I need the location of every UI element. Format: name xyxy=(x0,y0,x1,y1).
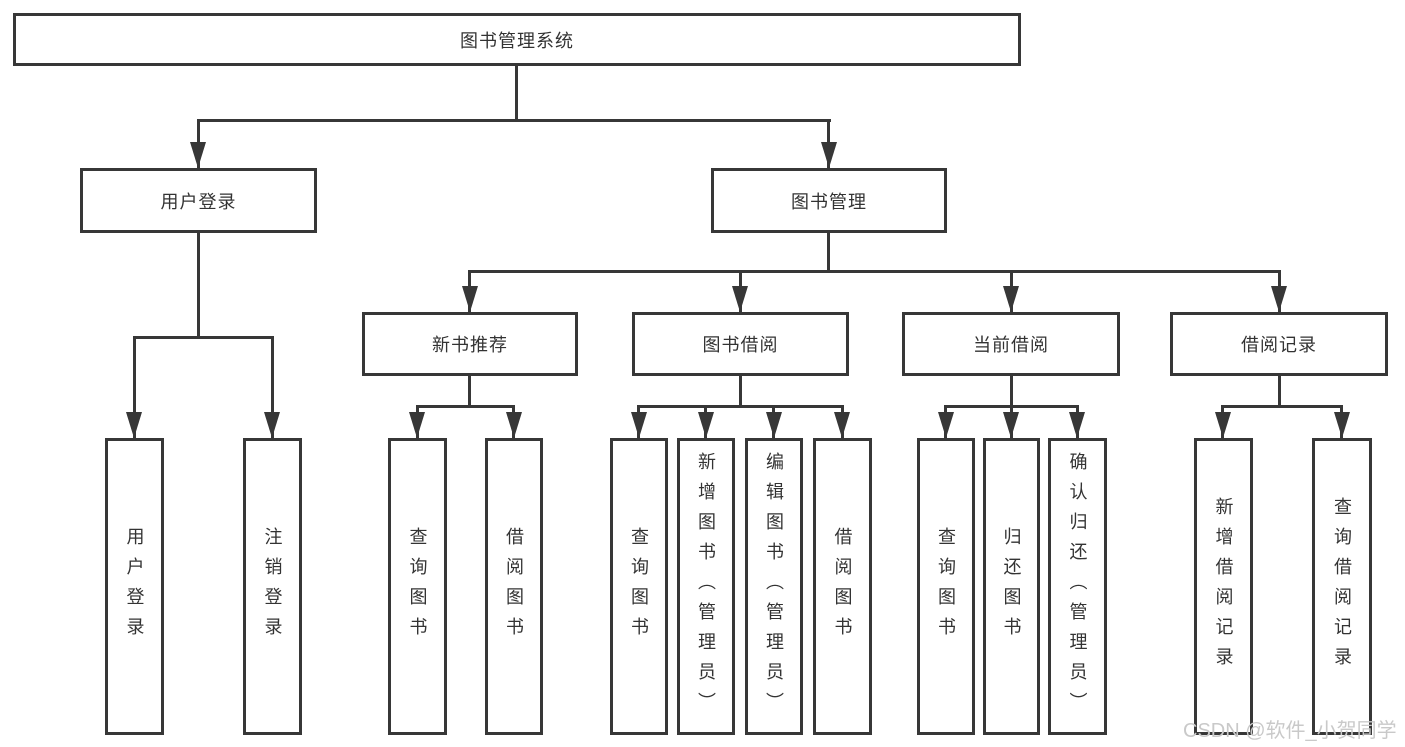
arrowhead-user-login xyxy=(190,142,206,168)
leaf-user-login: 用户登录 xyxy=(105,438,164,735)
leaf-query-books-newbooks: 查询图书 xyxy=(388,438,447,735)
arrowhead-new-books xyxy=(462,286,478,312)
connector-root-hline xyxy=(197,119,831,122)
connector-new-books-hline xyxy=(416,405,514,408)
leaf-query-borrow-record-label: 查询借阅记录 xyxy=(1332,496,1352,677)
node-borrow-records: 借阅记录 xyxy=(1170,312,1388,376)
connector-user-login-hline xyxy=(133,336,274,339)
leaf-edit-books-admin-label: 编辑图书（管理员） xyxy=(764,451,784,722)
node-new-books-label: 新书推荐 xyxy=(432,335,508,355)
leaf-logout: 注销登录 xyxy=(243,438,302,735)
leaf-add-borrow-record: 新增借阅记录 xyxy=(1194,438,1253,735)
arrowhead-leaf-login xyxy=(126,412,142,438)
leaf-query-books-current: 查询图书 xyxy=(917,438,975,735)
node-current-borrow-label: 当前借阅 xyxy=(973,335,1049,355)
connector-new-books-stem xyxy=(468,376,471,408)
node-book-borrow-label: 图书借阅 xyxy=(702,335,779,355)
arrowhead-g2-leaf1 xyxy=(631,412,647,438)
leaf-borrow-books-newbooks: 借阅图书 xyxy=(485,438,543,735)
leaf-query-books-borrow: 查询图书 xyxy=(610,438,668,735)
connector-book-mgmt-stem xyxy=(827,233,830,273)
arrowhead-g3-leaf1 xyxy=(938,412,954,438)
leaf-query-books-current-label: 查询图书 xyxy=(936,526,956,647)
node-new-books: 新书推荐 xyxy=(362,312,578,376)
arrowhead-g3-leaf3 xyxy=(1069,412,1085,438)
connector-borrow-records-hline xyxy=(1221,405,1342,408)
connector-book-borrow-hline xyxy=(637,405,843,408)
node-root: 图书管理系统 xyxy=(13,13,1021,66)
node-borrow-records-label: 借阅记录 xyxy=(1241,335,1317,355)
arrowhead-g2-leaf4 xyxy=(834,412,850,438)
arrowhead-g1-leaf1 xyxy=(409,412,425,438)
leaf-add-books-admin-label: 新增图书（管理员） xyxy=(696,451,716,722)
connector-user-login-stem xyxy=(197,233,200,339)
connector-to-leaf-login xyxy=(133,336,136,438)
arrowhead-g1-leaf2 xyxy=(506,412,522,438)
leaf-return-books-label: 归还图书 xyxy=(1001,526,1022,647)
leaf-logout-label: 注销登录 xyxy=(262,526,283,647)
leaf-query-books-newbooks-label: 查询图书 xyxy=(407,526,428,647)
leaf-query-books-borrow-label: 查询图书 xyxy=(629,526,649,647)
arrowhead-g2-leaf3 xyxy=(766,412,782,438)
node-user-login-label: 用户登录 xyxy=(160,191,237,212)
leaf-return-books: 归还图书 xyxy=(983,438,1040,735)
leaf-query-borrow-record: 查询借阅记录 xyxy=(1312,438,1372,735)
arrowhead-g2-leaf2 xyxy=(698,412,714,438)
arrowhead-current-borrow xyxy=(1003,286,1019,312)
node-user-login: 用户登录 xyxy=(80,168,317,233)
arrowhead-book-borrow xyxy=(732,286,748,312)
connector-root-stem xyxy=(515,66,518,122)
connector-to-leaf-logout xyxy=(271,336,274,438)
arrowhead-g4-leaf1 xyxy=(1215,412,1231,438)
node-book-borrow: 图书借阅 xyxy=(632,312,849,376)
connector-book-borrow-stem xyxy=(739,376,742,408)
leaf-edit-books-admin: 编辑图书（管理员） xyxy=(745,438,803,735)
leaf-borrow-books-newbooks-label: 借阅图书 xyxy=(504,526,524,647)
arrowhead-book-mgmt xyxy=(821,142,837,168)
csdn-watermark: CSDN @软件_小贺同学 xyxy=(1183,720,1397,742)
connector-book-mgmt-hline xyxy=(469,270,1281,273)
leaf-add-borrow-record-label: 新增借阅记录 xyxy=(1213,496,1234,677)
connector-borrow-records-stem xyxy=(1278,376,1281,408)
node-current-borrow: 当前借阅 xyxy=(902,312,1120,376)
leaf-confirm-return-admin-label: 确认归还（管理员） xyxy=(1067,451,1088,722)
connector-current-borrow-stem xyxy=(1010,376,1013,408)
arrowhead-borrow-records xyxy=(1271,286,1287,312)
arrowhead-g3-leaf2 xyxy=(1003,412,1019,438)
leaf-add-books-admin: 新增图书（管理员） xyxy=(677,438,735,735)
leaf-confirm-return-admin: 确认归还（管理员） xyxy=(1048,438,1107,735)
leaf-user-login-label: 用户登录 xyxy=(124,526,145,647)
arrowhead-g4-leaf2 xyxy=(1334,412,1350,438)
leaf-borrow-books-borrow-label: 借阅图书 xyxy=(832,526,853,647)
node-book-mgmt-label: 图书管理 xyxy=(791,191,867,212)
node-root-label: 图书管理系统 xyxy=(460,30,574,51)
leaf-borrow-books-borrow: 借阅图书 xyxy=(813,438,872,735)
arrowhead-leaf-logout xyxy=(264,412,280,438)
node-book-mgmt: 图书管理 xyxy=(711,168,947,233)
